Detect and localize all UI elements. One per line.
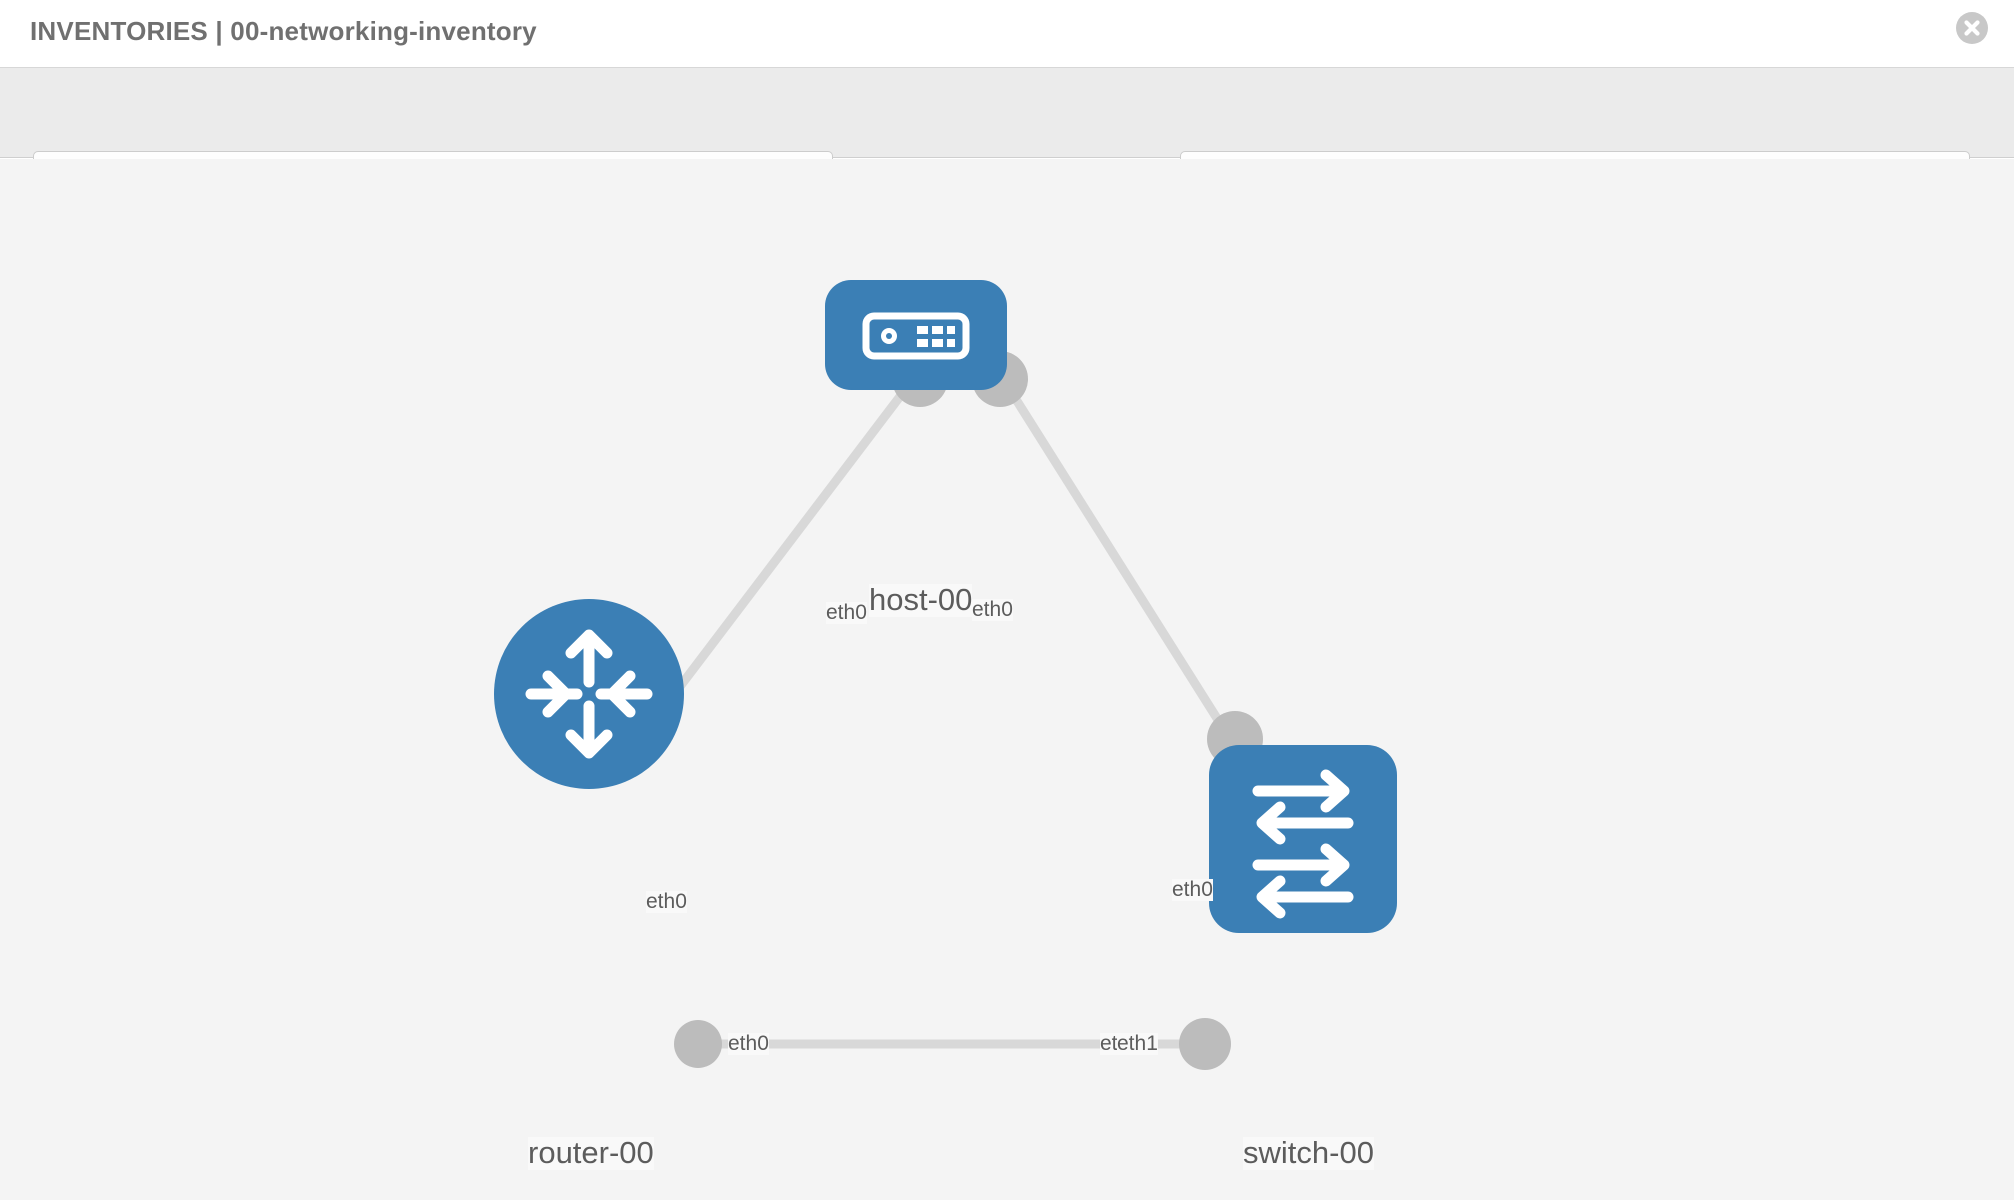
link-layer [621, 371, 1234, 1049]
page-title: INVENTORIES | 00-networking-inventory [30, 16, 537, 46]
node-router-00[interactable] [494, 599, 684, 789]
server-icon [862, 312, 970, 360]
port-label-switch-overlap-left: etl [1100, 1032, 1123, 1056]
topology-graph [494, 280, 1397, 1070]
toolbar: ACTIONS SEARCH [0, 68, 2014, 203]
link-host-switch[interactable] [996, 371, 1234, 742]
node-host-00[interactable] [825, 280, 1007, 390]
node-label-host-00: host-00 [869, 582, 973, 617]
title-bar: INVENTORIES | 00-networking-inventory [0, 0, 2014, 68]
router-arrows-icon [525, 629, 653, 759]
port-label-host-eth0-right: eth0 [972, 598, 1013, 622]
switch-arrows-icon [1252, 769, 1354, 919]
topology-canvas[interactable]: eth0 host-00 eth0 eth0 eth0 eth0 etl eth… [0, 159, 2014, 1200]
port-label-switch-uplink-eth0: eth0 [1172, 878, 1213, 902]
port-label-router-uplink-eth0: eth0 [646, 890, 687, 914]
port-router-eth0[interactable] [674, 1020, 722, 1068]
port-label-switch-eth1: eth1 [1117, 1032, 1158, 1056]
close-icon[interactable] [1954, 10, 1990, 46]
port-layer [674, 351, 1263, 1070]
port-switch-eth1[interactable] [1179, 1018, 1231, 1070]
port-label-host-eth0-left: eth0 [826, 601, 867, 625]
port-label-router-eth0: eth0 [728, 1032, 769, 1056]
node-switch-00[interactable] [1209, 745, 1397, 933]
node-label-router-00: router-00 [528, 1135, 654, 1170]
node-label-switch-00: switch-00 [1243, 1135, 1374, 1170]
